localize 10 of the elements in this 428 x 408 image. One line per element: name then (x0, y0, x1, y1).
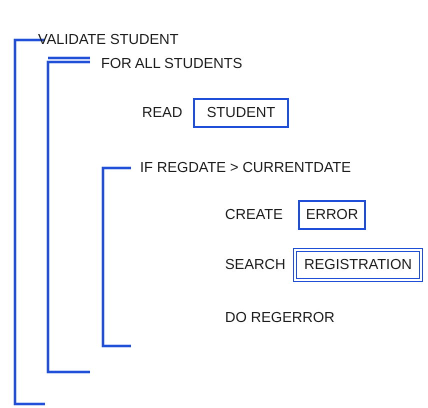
pseudocode-text: IF REGDATE > CURRENTDATE (140, 160, 351, 176)
pseudocode-text: DO REGERROR (225, 310, 335, 326)
pseudocode-text: CREATE (225, 208, 283, 222)
data-box: ERROR (298, 200, 366, 230)
pseudocode-text: FOR ALL STUDENTS (101, 56, 242, 72)
data-box: STUDENT (193, 98, 289, 128)
database-box: REGISTRATION (293, 248, 423, 282)
pseudocode-text: VALIDATE STUDENT (38, 32, 178, 48)
pseudocode-text: SEARCH (225, 258, 286, 272)
pseudocode-text: READ (142, 106, 182, 120)
